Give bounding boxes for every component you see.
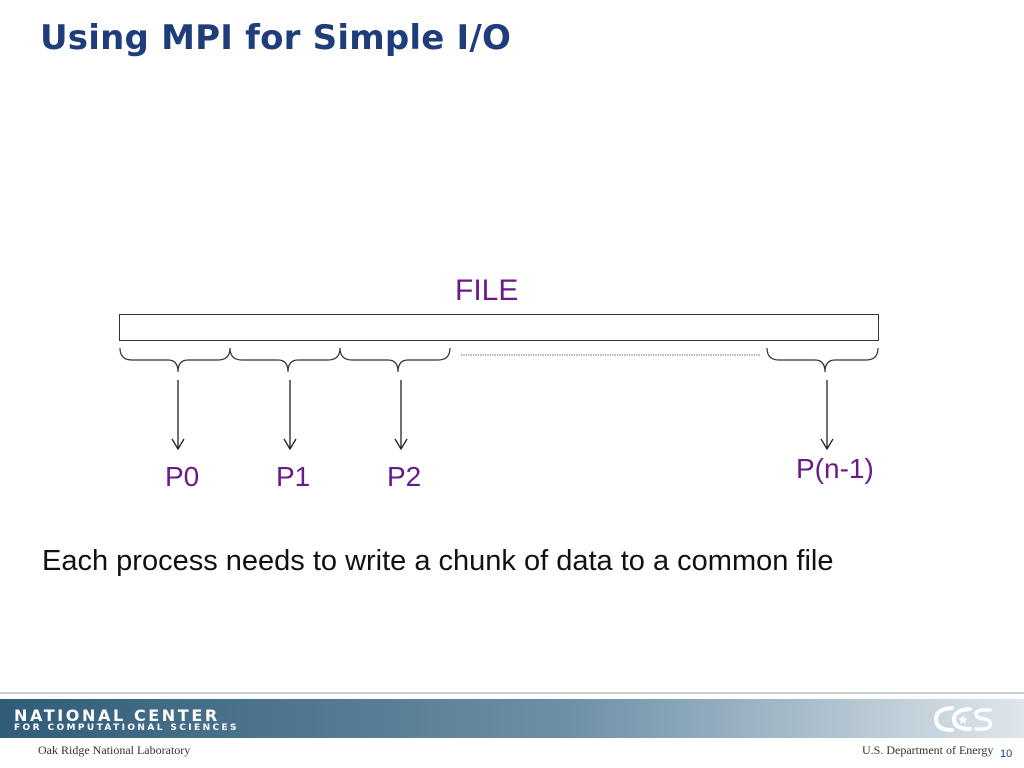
footer-band: [0, 699, 1024, 738]
chunk-brace-2: [339, 347, 451, 373]
process-label-p2: P2: [387, 461, 422, 492]
chunk-brace-0: [119, 347, 231, 373]
footer-lab-name: Oak Ridge National Laboratory: [38, 743, 191, 757]
nccs-logo-icon: [933, 706, 993, 732]
process-label-p1: P1: [276, 461, 311, 492]
chunk-brace-last: [766, 347, 879, 373]
arrowhead-p2: [394, 438, 408, 451]
arrowhead-p0: [171, 438, 185, 451]
footer-divider: [0, 692, 1024, 694]
process-label-p0: P0: [165, 461, 200, 492]
file-label: FILE: [455, 274, 519, 307]
process-label-pn1: P(n-1): [796, 453, 874, 484]
arrowhead-pn1: [820, 438, 834, 451]
chunk-brace-1: [229, 347, 341, 373]
file-chunk-diagram: [119, 347, 879, 451]
page-number: 10: [1000, 748, 1013, 760]
slide-caption: Each process needs to write a chunk of d…: [42, 545, 834, 577]
slide-title: Using MPI for Simple I/O: [40, 18, 512, 58]
org-name-line2: FOR COMPUTATIONAL SCIENCES: [14, 723, 239, 733]
file-bar: [119, 314, 879, 341]
org-name-line1: NATIONAL CENTER: [14, 706, 220, 725]
arrowhead-p1: [283, 438, 297, 451]
footer-department: U.S. Department of Energy: [862, 743, 994, 757]
